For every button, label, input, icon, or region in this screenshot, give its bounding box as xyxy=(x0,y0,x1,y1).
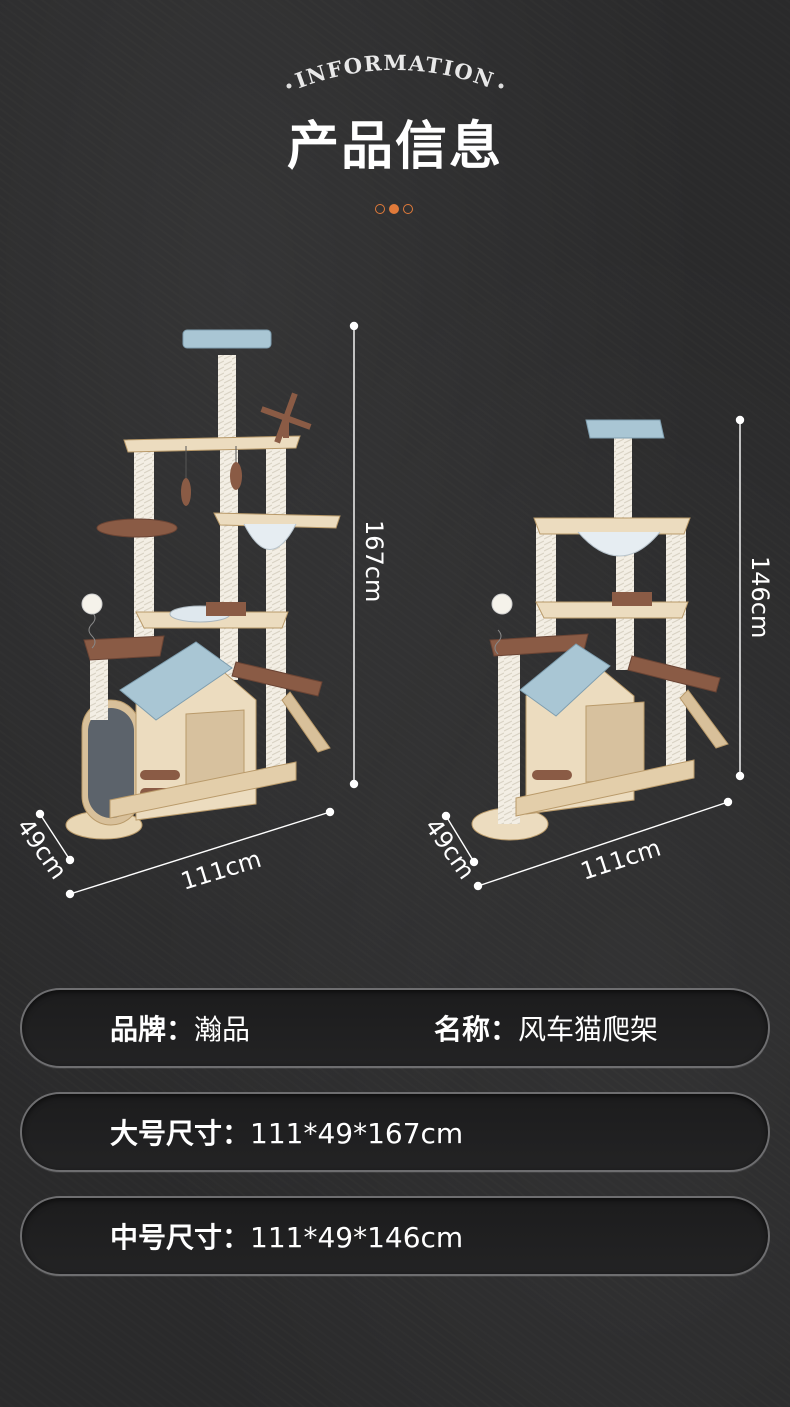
brand-label: 品牌： xyxy=(110,1013,195,1046)
spec-row-brand-name: 品牌：瀚品 名称：风车猫爬架 xyxy=(20,988,770,1068)
medium-size-label: 中号尺寸： xyxy=(110,1221,251,1254)
medium-width-label: 111cm xyxy=(577,834,664,886)
name-field: 名称：风车猫爬架 xyxy=(434,990,658,1070)
medium-cat-tree-image xyxy=(471,419,729,841)
large-size-field: 大号尺寸：111*49*167cm xyxy=(110,1094,463,1174)
brand-field: 品牌：瀚品 xyxy=(110,990,250,1070)
spec-row-medium-size: 中号尺寸：111*49*146cm xyxy=(20,1196,770,1276)
large-size-label: 大号尺寸： xyxy=(110,1117,251,1150)
medium-size-value: 111*49*146cm xyxy=(250,1221,464,1254)
medium-size-field: 中号尺寸：111*49*146cm xyxy=(110,1198,463,1278)
name-label: 名称： xyxy=(434,1013,519,1046)
large-height-label: 167cm xyxy=(360,520,388,602)
product-illustration: 167cm 49cm 111cm 146cm 49cm 111cm xyxy=(11,321,774,899)
large-width-label: 111cm xyxy=(178,845,265,896)
medium-height-label: 146cm xyxy=(746,556,774,638)
svg-text:INFORMATION: INFORMATION xyxy=(292,50,498,93)
name-value: 风车猫爬架 xyxy=(518,1013,659,1046)
medium-depth-label: 49cm xyxy=(419,813,480,884)
large-size-value: 111*49*167cm xyxy=(250,1117,464,1150)
information-eyebrow: INFORMATION xyxy=(286,50,504,93)
title-dots xyxy=(375,204,415,216)
large-cat-tree-image xyxy=(65,329,341,840)
page-title: 产品信息 xyxy=(286,117,503,177)
eyebrow-text: INFORMATION xyxy=(292,50,497,93)
brand-value: 瀚品 xyxy=(194,1013,251,1046)
spec-row-large-size: 大号尺寸：111*49*167cm xyxy=(20,1092,770,1172)
